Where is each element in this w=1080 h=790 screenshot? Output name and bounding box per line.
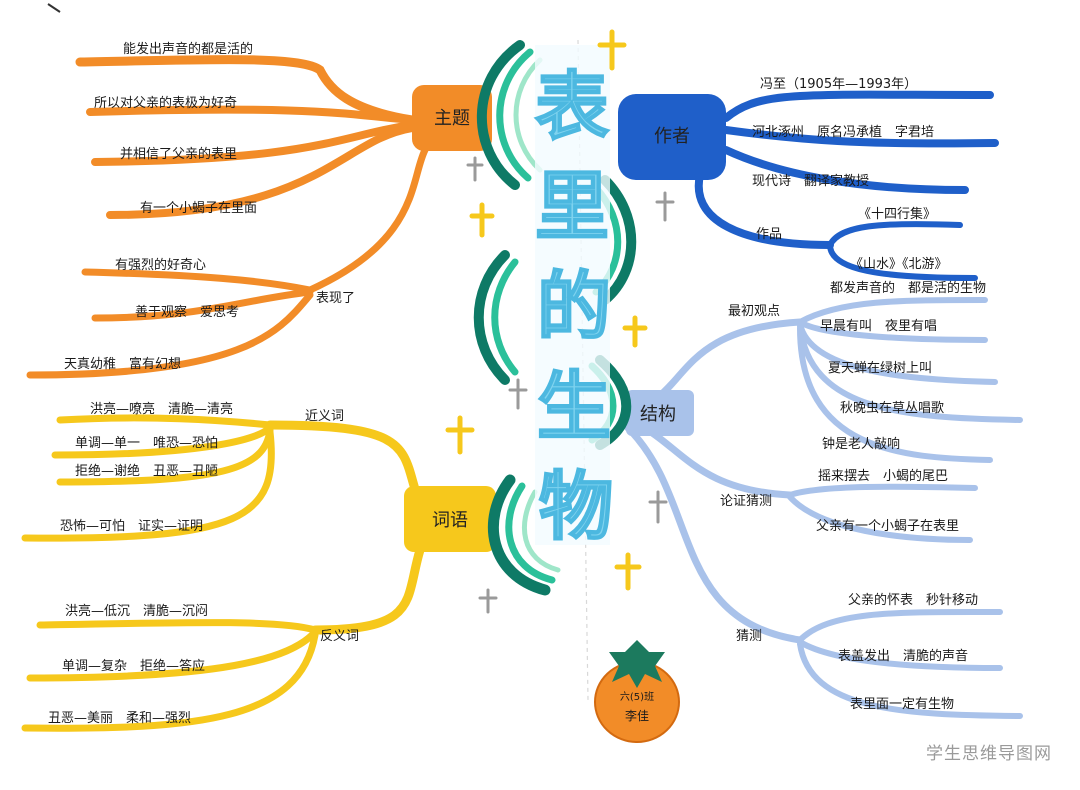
- title-char-4: 生: [537, 364, 611, 450]
- structure-view-2: 早晨有叫 夜里有唱: [820, 319, 937, 334]
- title-backdrop: [535, 45, 610, 545]
- theme-express-2: 善于观察 爱思考: [135, 304, 239, 320]
- theme-branch: [26, 55, 429, 379]
- theme-hub-label: 主题: [434, 108, 470, 129]
- words-near-label: 近义词: [305, 409, 344, 424]
- theme-item-4: 有一个小蝎子在里面: [140, 201, 257, 216]
- author-item-3: 现代诗 翻译家教授: [752, 173, 869, 189]
- signature-class: 六(5)班: [620, 691, 654, 703]
- structure-view-3: 夏天蝉在绿树上叫: [828, 361, 932, 376]
- structure-hub-label: 结构: [640, 404, 676, 425]
- signature-name: 李佳: [625, 708, 649, 723]
- sparkle-icon: [466, 156, 484, 182]
- title: 表 里 的 生 物: [534, 63, 614, 551]
- structure-verify-label: 论证猜测: [720, 494, 772, 509]
- structure-hub[interactable]: [626, 390, 694, 436]
- author-hub-label: 作者: [654, 126, 690, 147]
- sparkle-icon: [614, 552, 642, 591]
- structure-verify-1: 摇来摆去 小蝎的尾巴: [818, 468, 948, 484]
- theme-express-1: 有强烈的好奇心: [115, 257, 206, 273]
- words-hub[interactable]: [404, 486, 496, 552]
- structure-view-5: 钟是老人敲响: [822, 436, 900, 452]
- author-works-label: 作品: [756, 227, 782, 242]
- sparkle-icon: [597, 29, 627, 71]
- structure-guess-1: 父亲的怀表 秒针移动: [848, 592, 978, 608]
- author-branch: [694, 90, 999, 281]
- author-work-2: 《山水》《北游》: [850, 257, 948, 272]
- words-hub-label: 词语: [432, 510, 468, 531]
- watermark: 学生思维导图网: [926, 744, 1052, 764]
- words-near-2: 单调—单一 唯恐—恐怕: [75, 436, 218, 451]
- structure-view-4: 秋晚虫在草丛唱歌: [840, 401, 944, 416]
- words-anti-3: 丑恶—美丽 柔和—强烈: [48, 711, 191, 726]
- sparkle-icon: [648, 490, 668, 524]
- theme-express-3: 天真幼稚 富有幻想: [64, 356, 181, 372]
- sparkles: [445, 29, 675, 614]
- title-char-2: 里: [535, 164, 609, 250]
- sparkle-icon: [478, 588, 498, 614]
- author-item-1: 冯至（1905年—1993年）: [760, 77, 917, 92]
- structure-guess-2: 表盖发出 清脆的声音: [838, 648, 968, 664]
- theme-item-1: 能发出声音的都是活的: [123, 41, 253, 57]
- theme-item-2: 所以对父亲的表极为好奇: [94, 95, 237, 111]
- title-char-3: 的: [537, 264, 611, 350]
- words-near-1: 洪亮—嘹亮 清脆—清亮: [90, 401, 233, 417]
- words-anti-1: 洪亮—低沉 清脆—沉闷: [65, 603, 208, 619]
- words-near-4: 恐怖—可怕 证实—证明: [60, 518, 203, 534]
- structure-view-label: 最初观点: [728, 304, 780, 319]
- structure-guess-label: 猜测: [736, 629, 762, 644]
- structure-branch: [624, 297, 1023, 719]
- theme-item-3: 并相信了父亲的表里: [120, 146, 237, 162]
- sparkle-icon: [508, 378, 528, 410]
- title-char-1: 表: [535, 64, 609, 150]
- sparkle-icon: [622, 315, 648, 348]
- structure-guess-3: 表里面一定有生物: [850, 697, 954, 712]
- title-char-5: 物: [539, 464, 613, 550]
- words-anti-label: 反义词: [320, 629, 359, 644]
- structure-view-1: 都发声音的 都是活的生物: [830, 280, 986, 296]
- author-work-1: 《十四行集》: [858, 206, 936, 222]
- words-branch: [21, 414, 425, 732]
- persimmon-icon: 六(5)班 李佳: [594, 640, 680, 743]
- words-anti-2: 单调—复杂 拒绝—答应: [62, 658, 205, 674]
- theme-hub[interactable]: [412, 85, 492, 151]
- structure-verify-2: 父亲有一个小蝎子在表里: [816, 519, 959, 534]
- words-near-3: 拒绝—谢绝 丑恶—丑陋: [75, 463, 218, 479]
- sparkle-icon: [655, 191, 675, 222]
- pencil-mark: [47, 3, 61, 13]
- author-item-2: 河北涿州 原名冯承植 字君培: [752, 124, 934, 140]
- sparkle-icon: [445, 415, 475, 455]
- author-hub[interactable]: [618, 94, 726, 180]
- sparkle-icon: [469, 202, 495, 238]
- theme-express-label: 表现了: [316, 291, 355, 306]
